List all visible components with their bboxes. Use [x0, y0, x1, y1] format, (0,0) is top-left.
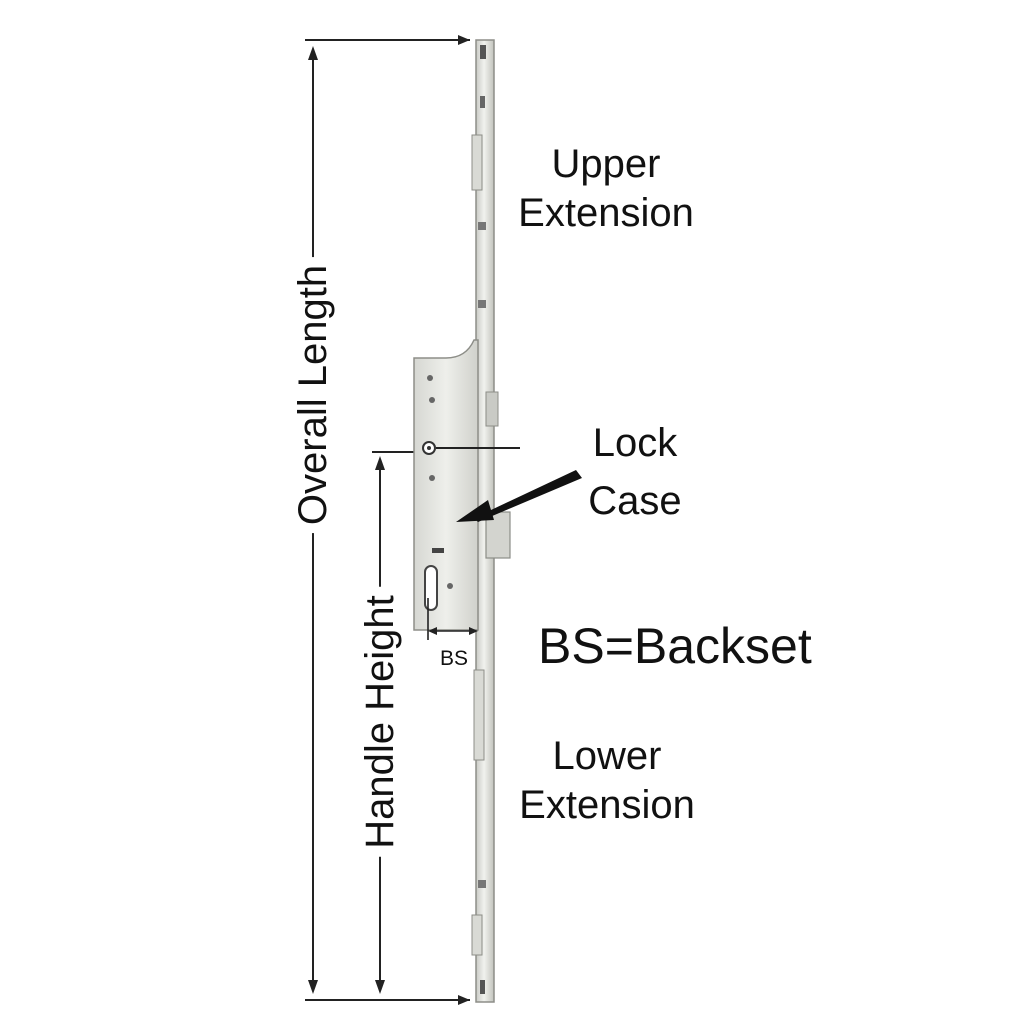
- handle-height-label: Handle Height: [358, 587, 402, 857]
- lock-faceplate: [471, 39, 511, 1003]
- backset-dimension: [427, 598, 478, 640]
- lock-case-label: Lock Case: [588, 421, 682, 523]
- upper-extension-label: Upper Extension: [518, 142, 694, 235]
- lower-extension-label: Lower Extension: [519, 734, 695, 827]
- overall-length-label: Overall Length: [291, 256, 335, 534]
- backset-label: BS=Backset: [538, 618, 812, 674]
- lock-case-body: [413, 339, 479, 631]
- bs-dimension-label: BS: [440, 647, 469, 670]
- lock-case-arrow: [456, 470, 582, 522]
